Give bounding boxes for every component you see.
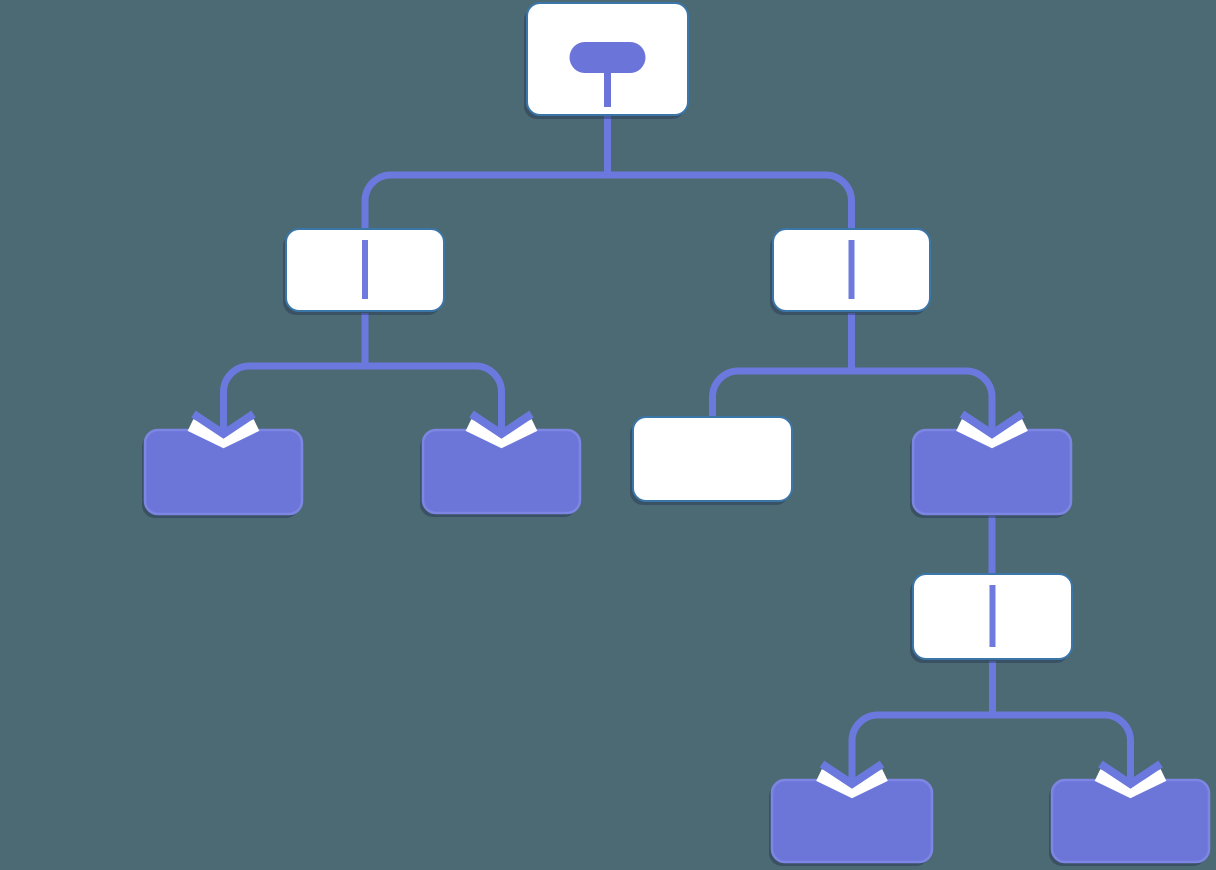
double-chevron-down-icon — [816, 760, 888, 799]
root-node[interactable] — [524, 2, 689, 119]
chevron-white — [465, 419, 538, 449]
target-node-bottom-1[interactable] — [769, 778, 934, 866]
plain-node-right[interactable] — [630, 416, 793, 505]
chevron-white — [816, 769, 888, 799]
connector-from-branch-left — [220, 313, 505, 436]
chevron-purple — [1098, 760, 1163, 789]
double-chevron-down-icon — [956, 410, 1028, 449]
edge-branch-to-leaf-a — [220, 362, 365, 436]
target-node-bottom-2[interactable] — [1049, 778, 1211, 866]
edge-branch-to-leaf-b — [365, 362, 505, 436]
connector-from-junction-e — [848, 661, 1134, 786]
edge-branch-to-leaf-g — [992, 711, 1134, 786]
edge-branch-to-node-d — [851, 367, 996, 436]
target-node-left-2[interactable] — [420, 428, 582, 517]
target-node-right[interactable] — [910, 428, 1073, 518]
chevron-white — [187, 419, 260, 449]
connector-from-root — [361, 116, 855, 228]
double-chevron-down-icon — [1094, 760, 1167, 799]
edge-branch-to-leaf-f — [848, 711, 993, 786]
double-chevron-down-icon — [465, 410, 538, 449]
chevron-purple — [469, 410, 534, 439]
connectors — [220, 116, 1134, 786]
connector-from-branch-right — [709, 313, 996, 436]
branch-node-right[interactable] — [770, 228, 931, 315]
branch-node-left[interactable] — [283, 228, 445, 315]
chevron-purple — [959, 410, 1025, 439]
topic-pill-icon — [569, 42, 646, 73]
chevron-purple — [191, 410, 256, 439]
arrowheads — [187, 410, 1167, 799]
branch-node-bottom[interactable] — [910, 573, 1073, 663]
edge-branch-to-branch-left — [361, 171, 608, 228]
chevron-white — [1094, 769, 1167, 799]
chevron-purple — [819, 760, 885, 789]
double-chevron-down-icon — [187, 410, 260, 449]
edge-branch-to-leaf-c — [709, 367, 852, 418]
edge-branch-to-branch-right — [607, 171, 855, 228]
nodes — [142, 2, 1211, 866]
node-box[interactable] — [632, 416, 793, 502]
chevron-white — [956, 419, 1028, 449]
